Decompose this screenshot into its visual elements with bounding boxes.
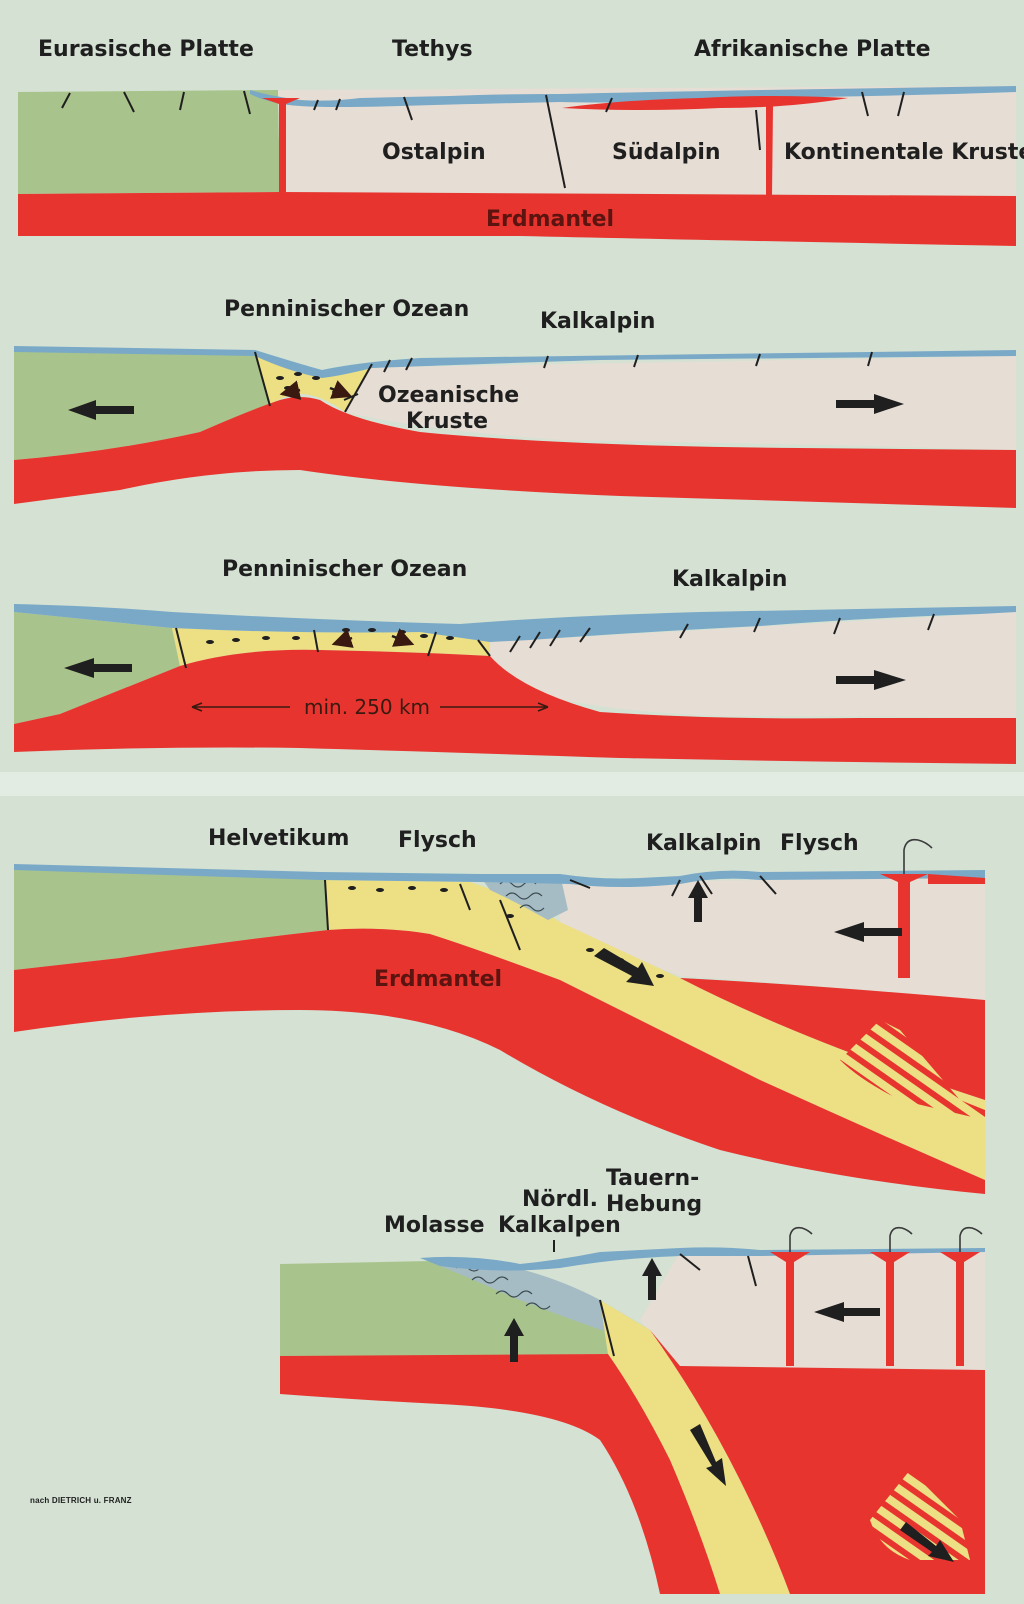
volcano-icon — [904, 840, 932, 874]
label-mantle-1: Erdmantel — [486, 207, 614, 232]
label-kalkalpin-3: Kalkalpin — [672, 567, 787, 592]
label-helvetikum: Helvetikum — [208, 826, 349, 851]
label-ostalpin: Ostalpin — [382, 140, 486, 165]
label-tauern-line2: Hebung — [606, 1192, 702, 1217]
label-penninic-ocean-3: Penninischer Ozean — [222, 557, 467, 582]
label-northern-limestone-line1: Nördl. — [522, 1187, 598, 1212]
label-continental-crust: Kontinentale Kruste — [784, 140, 1024, 165]
panel-5-collision: Molasse Nördl. Kalkalpen Tauern- Hebung — [280, 1166, 985, 1594]
panel5-continental-crust — [640, 1250, 985, 1370]
panel1-eurasian-crust — [18, 90, 280, 194]
label-northern-limestone-line2: Kalkalpen — [498, 1213, 621, 1238]
label-molasse: Molasse — [384, 1213, 485, 1238]
label-oceanic-crust-line2: Kruste — [406, 409, 488, 434]
label-suedalpin: Südalpin — [612, 140, 721, 165]
label-tauern-line1: Tauern- — [606, 1166, 699, 1191]
label-kalkalpin-2: Kalkalpin — [540, 309, 655, 334]
label-kalkalpin-4: Kalkalpin — [646, 831, 761, 856]
label-african-plate: Afrikanische Platte — [694, 37, 931, 62]
panel-2-rifting: Penninischer Ozean Kalkalpin Ozeanische … — [14, 297, 1016, 508]
label-flysch: Flysch — [398, 828, 477, 853]
label-min-distance: min. 250 km — [304, 695, 430, 719]
panel-1-tethys-opening: Eurasische Platte Tethys Afrikanische Pl… — [18, 37, 1024, 246]
label-mantle-4: Erdmantel — [374, 967, 502, 992]
source-credit: nach DIETRICH u. FRANZ — [30, 1496, 132, 1505]
label-eurasian-plate: Eurasische Platte — [38, 37, 254, 62]
label-penninic-ocean-2: Penninischer Ozean — [224, 297, 469, 322]
label-flysch-right: Flysch — [780, 831, 859, 856]
label-oceanic-crust-line1: Ozeanische — [378, 383, 519, 408]
panel-4-subduction: Helvetikum Flysch Kalkalpin Flysch Erdma… — [14, 826, 985, 1194]
panel-3-ocean-widening: Penninischer Ozean Kalkalpin min. 250 km — [14, 557, 1016, 764]
label-tethys: Tethys — [392, 37, 473, 62]
